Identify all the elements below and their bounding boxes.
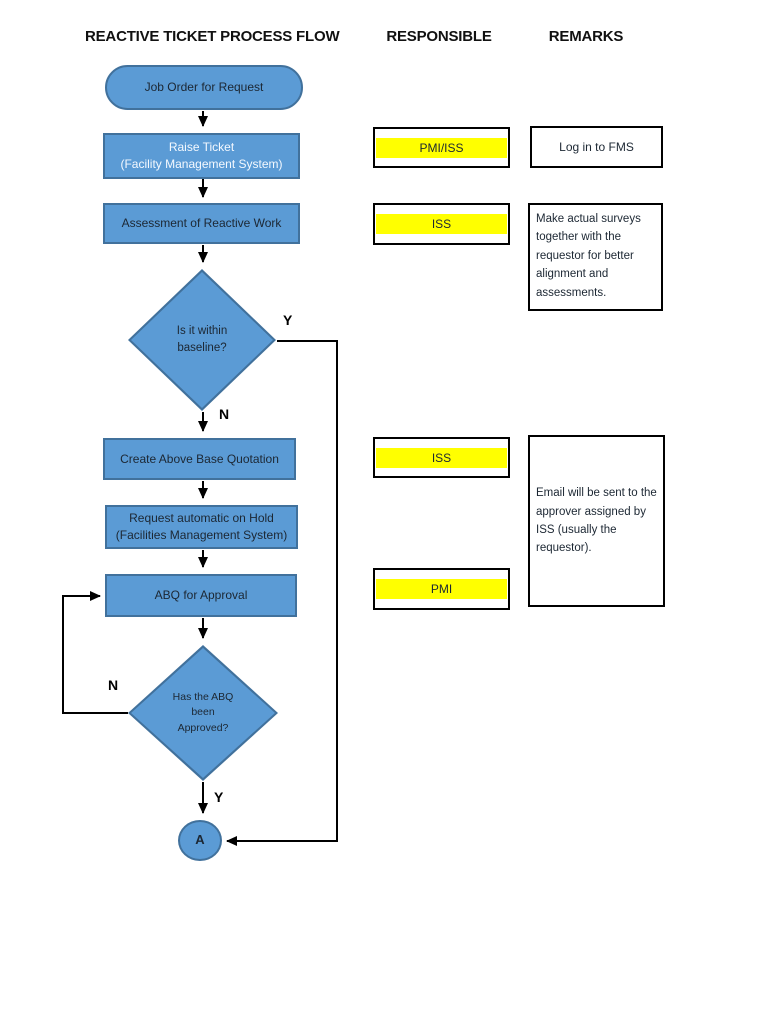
responsible-highlight: PMI [376, 579, 507, 599]
decision-baseline: Is it within baseline? [128, 269, 276, 411]
remark-make-actual-surveys: Make actual surveys together with the re… [528, 203, 663, 311]
branch-label-approved-no: N [108, 677, 119, 693]
node-on-hold: Request automatic on Hold (Facilities Ma… [105, 505, 298, 549]
node-start-terminator: Job Order for Request [105, 65, 303, 110]
decision-approved: Has the ABQ been Approved? [128, 645, 278, 781]
column-header-remarks: REMARKS [548, 28, 624, 45]
node-abq-approval: ABQ for Approval [105, 574, 297, 617]
line-approved-no-loop-to-abq-approval [62, 591, 128, 714]
responsible-highlight: PMI/ISS [376, 137, 507, 158]
responsible-box-iss-1: ISS [373, 203, 510, 245]
branch-label-approved-yes: Y [214, 789, 224, 805]
remark-log-in-to-fms: Log in to FMS [530, 126, 663, 168]
branch-label-baseline-no: N [219, 406, 230, 422]
decision-approved-label: Has the ABQ been Approved? [172, 691, 234, 734]
connector-a-circle: A [178, 820, 222, 861]
line-baseline-yes-to-connector-a [226, 340, 338, 846]
decision-baseline-label: Is it within baseline? [176, 325, 228, 354]
remark-email-approver: Email will be sent to the approver assig… [528, 435, 665, 607]
branch-label-baseline-yes: Y [283, 312, 293, 328]
page-title: REACTIVE TICKET PROCESS FLOW [85, 28, 340, 45]
responsible-highlight: ISS [376, 214, 507, 234]
column-header-responsible: RESPONSIBLE [386, 28, 492, 45]
responsible-box-pmi: PMI [373, 568, 510, 610]
node-assessment: Assessment of Reactive Work [103, 203, 300, 244]
responsible-box-pmi-iss: PMI/ISS [373, 127, 510, 168]
node-raise-ticket: Raise Ticket (Facility Management System… [103, 133, 300, 179]
responsible-highlight: ISS [376, 447, 507, 468]
node-create-abq: Create Above Base Quotation [103, 438, 296, 480]
responsible-box-iss-2: ISS [373, 437, 510, 478]
